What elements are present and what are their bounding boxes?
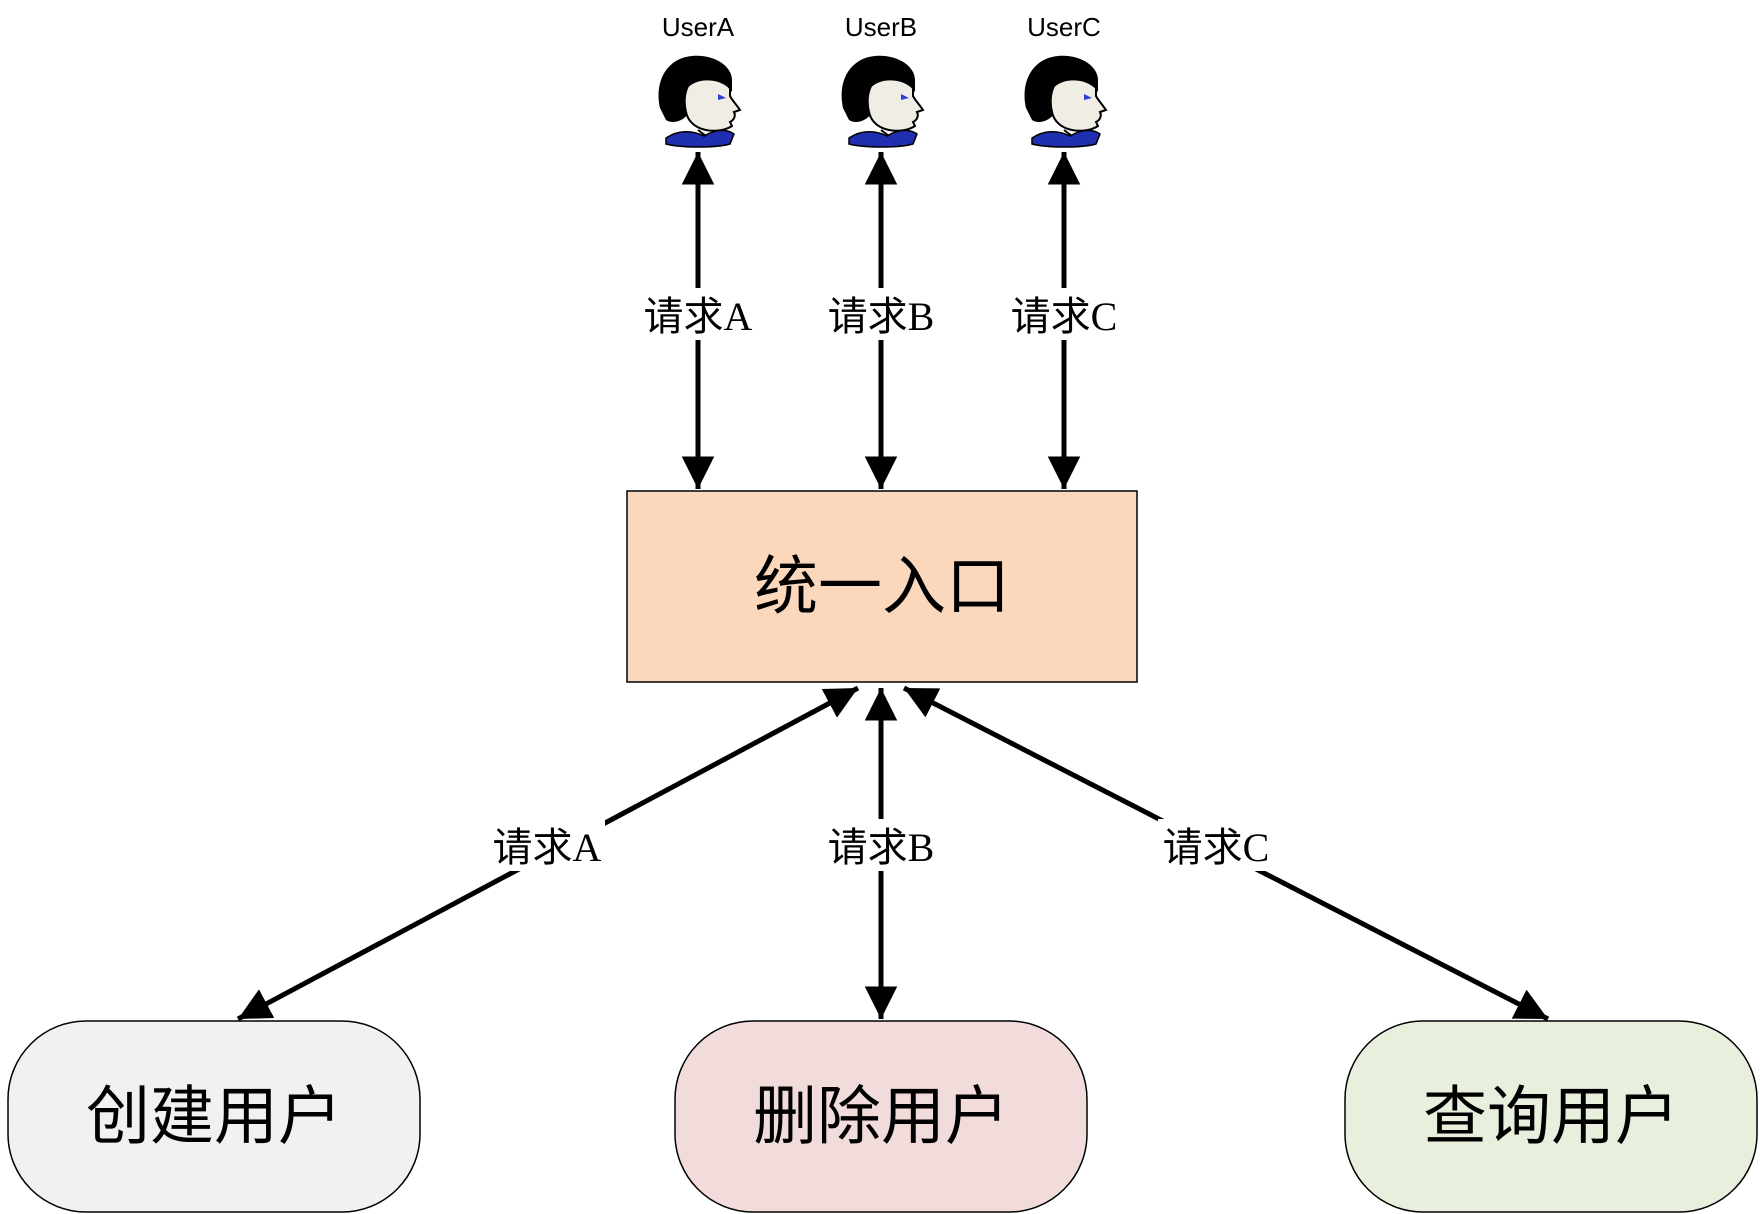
users: UserA UserB UserC: [657, 12, 1107, 148]
service-edge-label: 请求B: [828, 825, 935, 870]
service-edge-label: 请求A: [493, 825, 602, 870]
user-edge-label: 请求A: [644, 294, 753, 339]
service-box: [674, 1020, 1088, 1213]
service-edge-label: 请求C: [1163, 825, 1270, 870]
user-label: UserC: [1027, 12, 1101, 42]
user-a: UserA: [657, 12, 741, 148]
user-label: UserA: [662, 12, 735, 42]
edge-labels: 请求A 请求B 请求C 请求A 请求B 请求C: [489, 288, 1274, 871]
edge-label-background: [1008, 288, 1120, 340]
user-c: UserC: [1023, 12, 1107, 148]
service-label: 创建用户: [86, 1081, 342, 1155]
user-edge-label: 请求C: [1011, 294, 1118, 339]
service-label: 删除用户: [753, 1081, 1009, 1155]
edge-label-background: [642, 288, 754, 340]
gateway-box: [626, 490, 1138, 683]
service-node: 创建用户: [7, 1020, 421, 1213]
service-box: [7, 1020, 421, 1213]
user-b: UserB: [840, 12, 924, 148]
user-label: UserB: [845, 12, 917, 42]
service-label: 查询用户: [1423, 1081, 1679, 1155]
user-head-icon: [840, 54, 924, 148]
edge-label-background: [489, 819, 605, 871]
service-node: 删除用户: [674, 1020, 1088, 1213]
service-box: [1344, 1020, 1758, 1213]
edge-label-background: [825, 288, 937, 340]
edge-label-background: [823, 819, 939, 871]
user-head-icon: [1023, 54, 1107, 148]
user-head-icon: [657, 54, 741, 148]
user-edge-label: 请求B: [828, 294, 935, 339]
edge-label-background: [1158, 819, 1274, 871]
service-node: 查询用户: [1344, 1020, 1758, 1213]
gateway-node: 统一入口: [626, 490, 1138, 683]
gateway-label: 统一入口: [754, 551, 1010, 625]
